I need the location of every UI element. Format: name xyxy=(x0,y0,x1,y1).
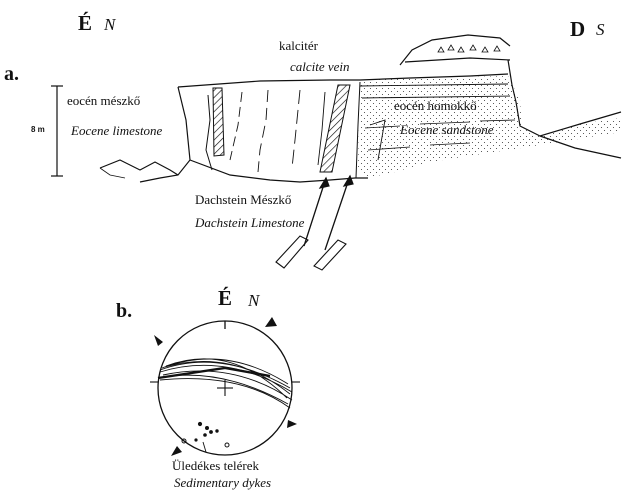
eocene-sandstone-label: eocén homokkő xyxy=(394,99,477,112)
calcite-vein-left xyxy=(213,88,224,156)
north-label: É xyxy=(78,13,92,34)
panel-a-label: a. xyxy=(4,64,19,84)
eocene-limestone-label-en: Eocene limestone xyxy=(71,124,162,137)
scale-label: 8 m xyxy=(31,126,45,134)
sedimentary-dykes-label: Üledékes telérek xyxy=(172,459,259,472)
south-label: D xyxy=(570,19,585,40)
stereonet-north-label: É xyxy=(218,288,232,309)
dachstein-label: Dachstein Mészkő xyxy=(195,193,291,206)
south-label-en: S xyxy=(596,21,605,38)
motion-arrow-2 xyxy=(325,176,350,250)
eocene-limestone-label: eocén mészkő xyxy=(67,94,140,107)
panel-b-label: b. xyxy=(116,301,132,321)
sedimentary-dykes-label-en: Sedimentary dykes xyxy=(174,476,271,489)
left-ground xyxy=(100,160,178,175)
north-label-en: N xyxy=(104,16,115,33)
hill-outline xyxy=(400,35,510,65)
stereonet xyxy=(150,317,300,456)
calcite-vein-label-en: calcite vein xyxy=(290,60,350,73)
block-left xyxy=(276,236,308,268)
stereonet-north-label-en: N xyxy=(248,292,259,309)
calcite-vein-label: kalcitér xyxy=(279,39,318,52)
dachstein-label-en: Dachstein Limestone xyxy=(195,216,304,229)
hill-cap xyxy=(405,58,510,62)
eocene-sandstone-label-en: Eocene sandstone xyxy=(400,123,494,136)
block-right xyxy=(314,240,346,270)
limestone-base xyxy=(190,160,368,182)
motion-arrow-1 xyxy=(304,178,326,246)
